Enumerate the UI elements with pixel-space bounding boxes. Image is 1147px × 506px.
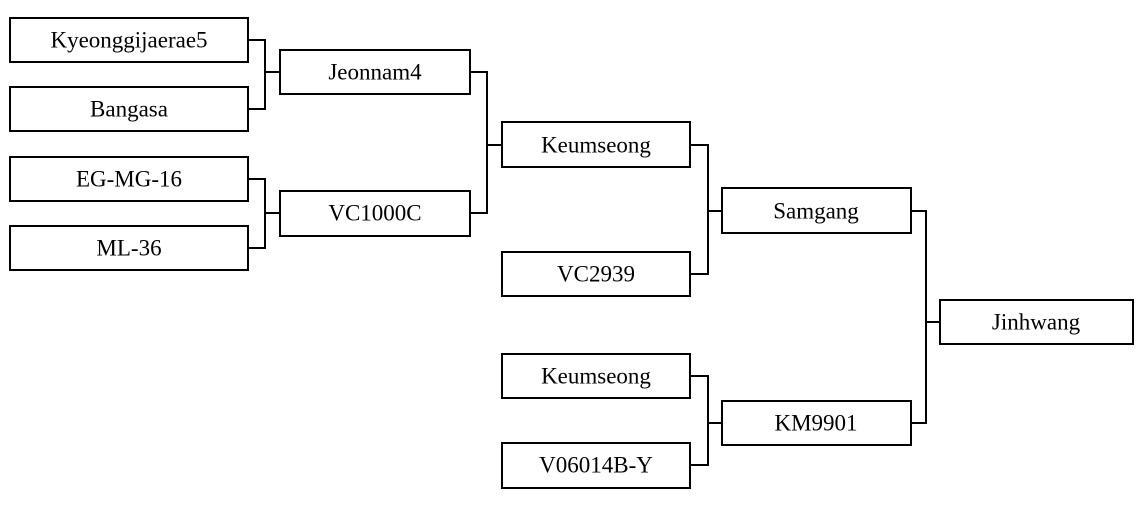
- connector-jeonnam4: [248, 39, 280, 110]
- connector-jinhwang: [911, 210, 940, 424]
- node-label: ML-36: [96, 236, 161, 261]
- node-label: VC1000C: [328, 201, 421, 226]
- node-label: Kyeonggijaerae5: [50, 28, 207, 53]
- connector-km9901: [690, 375, 722, 466]
- node-label: Bangasa: [90, 97, 168, 122]
- node-keumseong-upper: Keumseong: [501, 121, 691, 168]
- node-label: KM9901: [774, 411, 857, 436]
- connector-vc1000c: [248, 178, 280, 249]
- node-ml-36: ML-36: [9, 225, 249, 271]
- node-jinhwang: Jinhwang: [939, 299, 1134, 345]
- node-label: Jeonnam4: [328, 60, 422, 85]
- node-label: Keumseong: [541, 364, 651, 389]
- node-keumseong-lower: Keumseong: [501, 353, 691, 399]
- node-kyeonggijaerae5: Kyeonggijaerae5: [9, 17, 249, 63]
- node-vc2939: VC2939: [501, 251, 691, 297]
- node-label: Samgang: [773, 199, 859, 224]
- node-label: V06014B-Y: [539, 453, 653, 478]
- node-label: Jinhwang: [992, 310, 1081, 335]
- node-label: EG-MG-16: [76, 167, 182, 192]
- node-v06014b-y: V06014B-Y: [501, 442, 691, 489]
- node-label: Keumseong: [541, 133, 651, 158]
- node-km9901: KM9901: [721, 400, 912, 446]
- node-label: VC2939: [557, 262, 635, 287]
- connectors: [248, 39, 940, 466]
- node-vc1000c: VC1000C: [279, 190, 471, 237]
- connector-keumseong: [470, 71, 502, 214]
- node-samgang: Samgang: [721, 187, 912, 234]
- node-eg-mg-16: EG-MG-16: [9, 156, 249, 202]
- node-bangasa: Bangasa: [9, 86, 249, 132]
- connector-samgang: [690, 144, 722, 275]
- node-jeonnam4: Jeonnam4: [279, 49, 471, 95]
